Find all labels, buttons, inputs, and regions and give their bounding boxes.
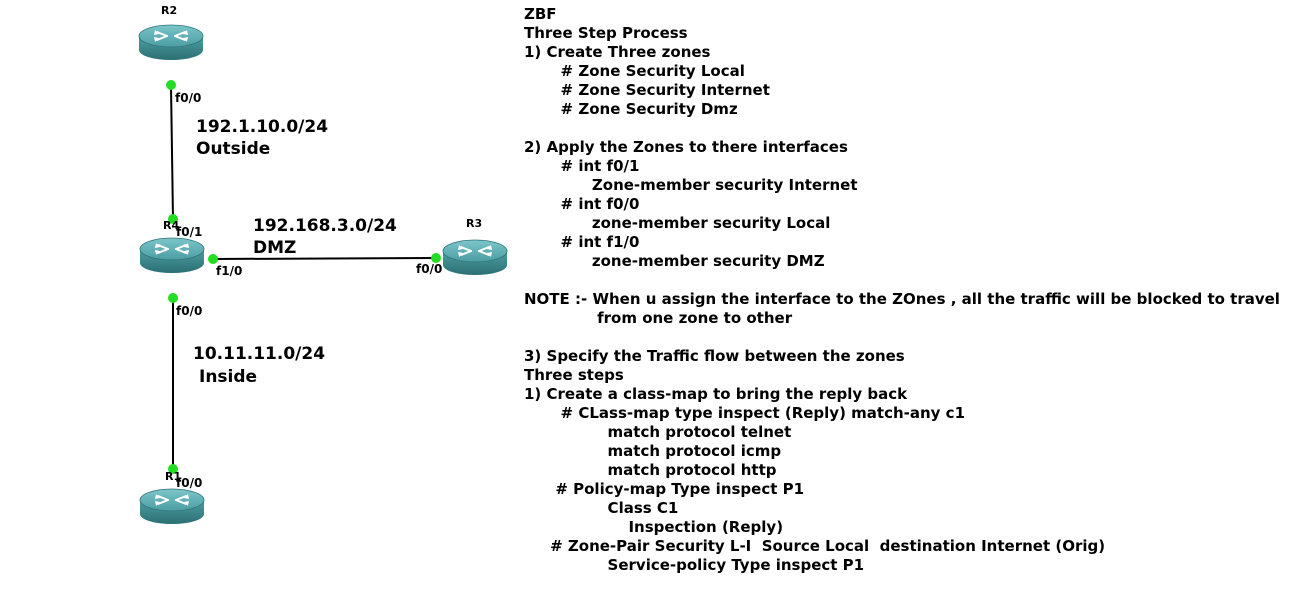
port-label-r1-f00: f0/0 bbox=[176, 476, 202, 490]
note-line: match protocol icmp bbox=[524, 442, 782, 460]
note-line: # Zone-Pair Security L-I Source Local de… bbox=[524, 537, 1106, 555]
note-line: Three Step Process bbox=[524, 24, 688, 42]
port-label-r2-f00: f0/0 bbox=[175, 91, 201, 105]
network-dmz-name: DMZ bbox=[253, 238, 296, 258]
note-line: zone-member security DMZ bbox=[524, 252, 825, 270]
note-line: NOTE :- When u assign the interface to t… bbox=[524, 290, 1280, 308]
note-line: Service-policy Type inspect P1 bbox=[524, 556, 865, 574]
link-r4-r3 bbox=[212, 257, 437, 260]
note-line: match protocol http bbox=[524, 461, 777, 479]
note-line: match protocol telnet bbox=[524, 423, 792, 441]
router-r3-icon[interactable] bbox=[442, 239, 508, 276]
router-r3-label: R3 bbox=[466, 217, 482, 230]
port-label-r4-f01: f0/1 bbox=[176, 225, 202, 239]
note-line: 3) Specify the Traffic flow between the … bbox=[524, 347, 905, 365]
note-line: ZBF bbox=[524, 5, 557, 23]
router-r4-label: R4 bbox=[163, 219, 179, 232]
network-dmz-subnet: 192.168.3.0/24 bbox=[253, 216, 397, 236]
port-label-r4-f10: f1/0 bbox=[216, 264, 242, 278]
note-line bbox=[524, 328, 1284, 347]
port-label-r4-f00: f0/0 bbox=[176, 304, 202, 318]
note-line: zone-member security Local bbox=[524, 214, 831, 232]
note-line: Three steps bbox=[524, 366, 624, 384]
network-inside-subnet: 10.11.11.0/24 bbox=[193, 344, 325, 364]
router-r4-icon[interactable] bbox=[139, 237, 205, 274]
note-line: 2) Apply the Zones to there interfaces bbox=[524, 138, 848, 156]
network-outside-name: Outside bbox=[196, 139, 270, 159]
link-dot bbox=[208, 254, 218, 264]
note-line: 1) Create a class-map to bring the reply… bbox=[524, 385, 908, 403]
note-line: 1) Create Three zones bbox=[524, 43, 711, 61]
note-line: # int f1/0 bbox=[524, 233, 640, 251]
link-dot bbox=[168, 214, 178, 224]
link-dot bbox=[431, 253, 441, 263]
router-r1-label: R1 bbox=[165, 470, 181, 483]
router-r2-icon[interactable] bbox=[138, 24, 204, 61]
link-dot bbox=[168, 464, 178, 474]
router-r1-icon[interactable] bbox=[139, 488, 205, 525]
note-line: Inspection (Reply) bbox=[524, 518, 784, 536]
note-line: # Zone Security Local bbox=[524, 62, 745, 80]
note-line: Class C1 bbox=[524, 499, 679, 517]
note-line: # Zone Security Internet bbox=[524, 81, 770, 99]
link-r2-r4 bbox=[170, 85, 174, 220]
note-line: Zone-member security Internet bbox=[524, 176, 858, 194]
link-dot bbox=[168, 293, 178, 303]
note-line: from one zone to other bbox=[524, 309, 793, 327]
note-line: # Policy-map Type inspect P1 bbox=[524, 480, 805, 498]
note-line: # int f0/0 bbox=[524, 195, 640, 213]
network-topology-diagram: R2 R4 R3 R1 f0/0 f0/1 f1/0 f0/0 f0/0 f0/… bbox=[138, 4, 508, 525]
router-r2-label: R2 bbox=[161, 4, 177, 17]
note-line: # int f0/1 bbox=[524, 157, 640, 175]
network-inside-name: Inside bbox=[199, 367, 257, 387]
port-label-r3-f00: f0/0 bbox=[416, 262, 442, 276]
note-line: # CLass-map type inspect (Reply) match-a… bbox=[524, 404, 966, 422]
link-dot bbox=[166, 80, 176, 90]
note-line bbox=[524, 271, 1284, 290]
note-line: # Zone Security Dmz bbox=[524, 100, 738, 118]
network-outside-subnet: 192.1.10.0/24 bbox=[196, 117, 328, 137]
note-line bbox=[524, 119, 1284, 138]
